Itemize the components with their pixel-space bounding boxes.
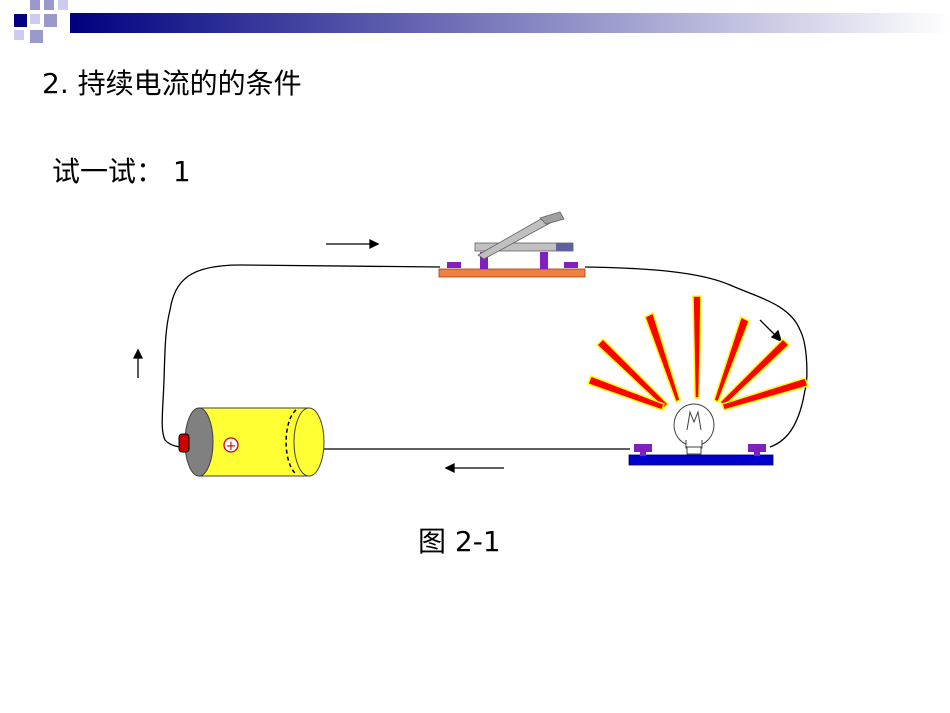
circuit-wire-right (584, 266, 808, 448)
battery: + (178, 407, 325, 477)
header-deco-squares (14, 0, 68, 43)
switch (438, 211, 586, 278)
circuit-wire (161, 264, 441, 448)
arrow-left (132, 348, 144, 378)
arrow-top (326, 238, 380, 250)
figure-caption: 图 2-1 (418, 525, 501, 558)
slide-subtitle: 试一试： 1 (52, 155, 191, 188)
arrow-bottom (444, 462, 504, 474)
battery-plus-sign: + (226, 439, 237, 454)
slide-title: 2. 持续电流的的条件 (42, 67, 302, 100)
light-bulb (587, 295, 809, 466)
light-rays (587, 295, 809, 411)
header-gradient-bar (70, 13, 950, 33)
arrow-right (759, 319, 783, 343)
